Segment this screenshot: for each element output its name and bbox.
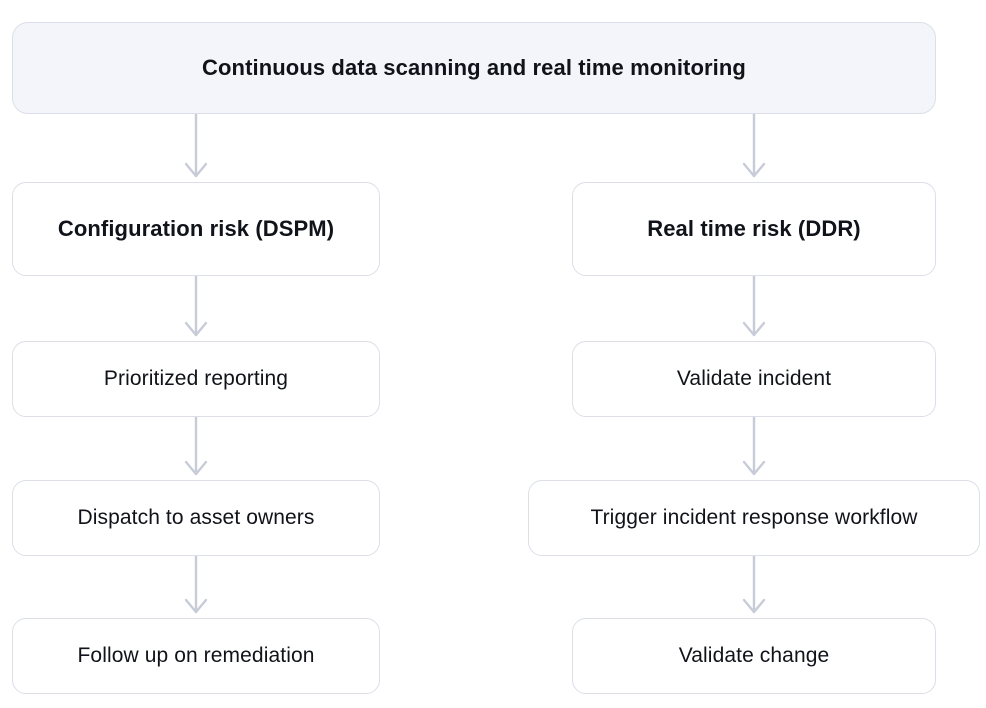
node-real-time-risk-ddr-label: Real time risk (DDR) (647, 216, 861, 242)
node-prioritized-reporting-label: Prioritized reporting (103, 366, 289, 390)
node-validate-incident-label: Validate incident (676, 366, 832, 390)
arrow-dispatch-to-follow-up (184, 554, 208, 614)
node-dispatch-to-asset-owners[interactable]: Dispatch to asset owners (12, 480, 380, 556)
node-trigger-incident-response-workflow-label: Trigger incident response workflow (590, 505, 918, 529)
node-trigger-incident-response-workflow[interactable]: Trigger incident response workflow (528, 480, 980, 556)
node-dispatch-to-asset-owners-label: Dispatch to asset owners (77, 505, 315, 529)
arrow-header-to-configuration-risk (184, 112, 208, 178)
arrow-real-time-risk-to-validate-incident (742, 274, 766, 337)
arrow-configuration-risk-to-prioritized-reporting (184, 274, 208, 337)
node-header-continuous-data-scanning[interactable]: Continuous data scanning and real time m… (12, 22, 936, 114)
node-configuration-risk-dspm-label: Configuration risk (DSPM) (57, 216, 335, 242)
node-real-time-risk-ddr[interactable]: Real time risk (DDR) (572, 182, 936, 276)
arrow-trigger-workflow-to-validate-change (742, 554, 766, 614)
node-configuration-risk-dspm[interactable]: Configuration risk (DSPM) (12, 182, 380, 276)
node-prioritized-reporting[interactable]: Prioritized reporting (12, 341, 380, 417)
node-follow-up-on-remediation-label: Follow up on remediation (77, 643, 315, 667)
node-validate-incident[interactable]: Validate incident (572, 341, 936, 417)
node-header-label: Continuous data scanning and real time m… (202, 55, 746, 81)
node-validate-change[interactable]: Validate change (572, 618, 936, 694)
node-follow-up-on-remediation[interactable]: Follow up on remediation (12, 618, 380, 694)
arrow-header-to-real-time-risk (742, 112, 766, 178)
node-validate-change-label: Validate change (678, 643, 830, 667)
arrow-validate-incident-to-trigger-workflow (742, 415, 766, 476)
arrow-prioritized-reporting-to-dispatch (184, 415, 208, 476)
